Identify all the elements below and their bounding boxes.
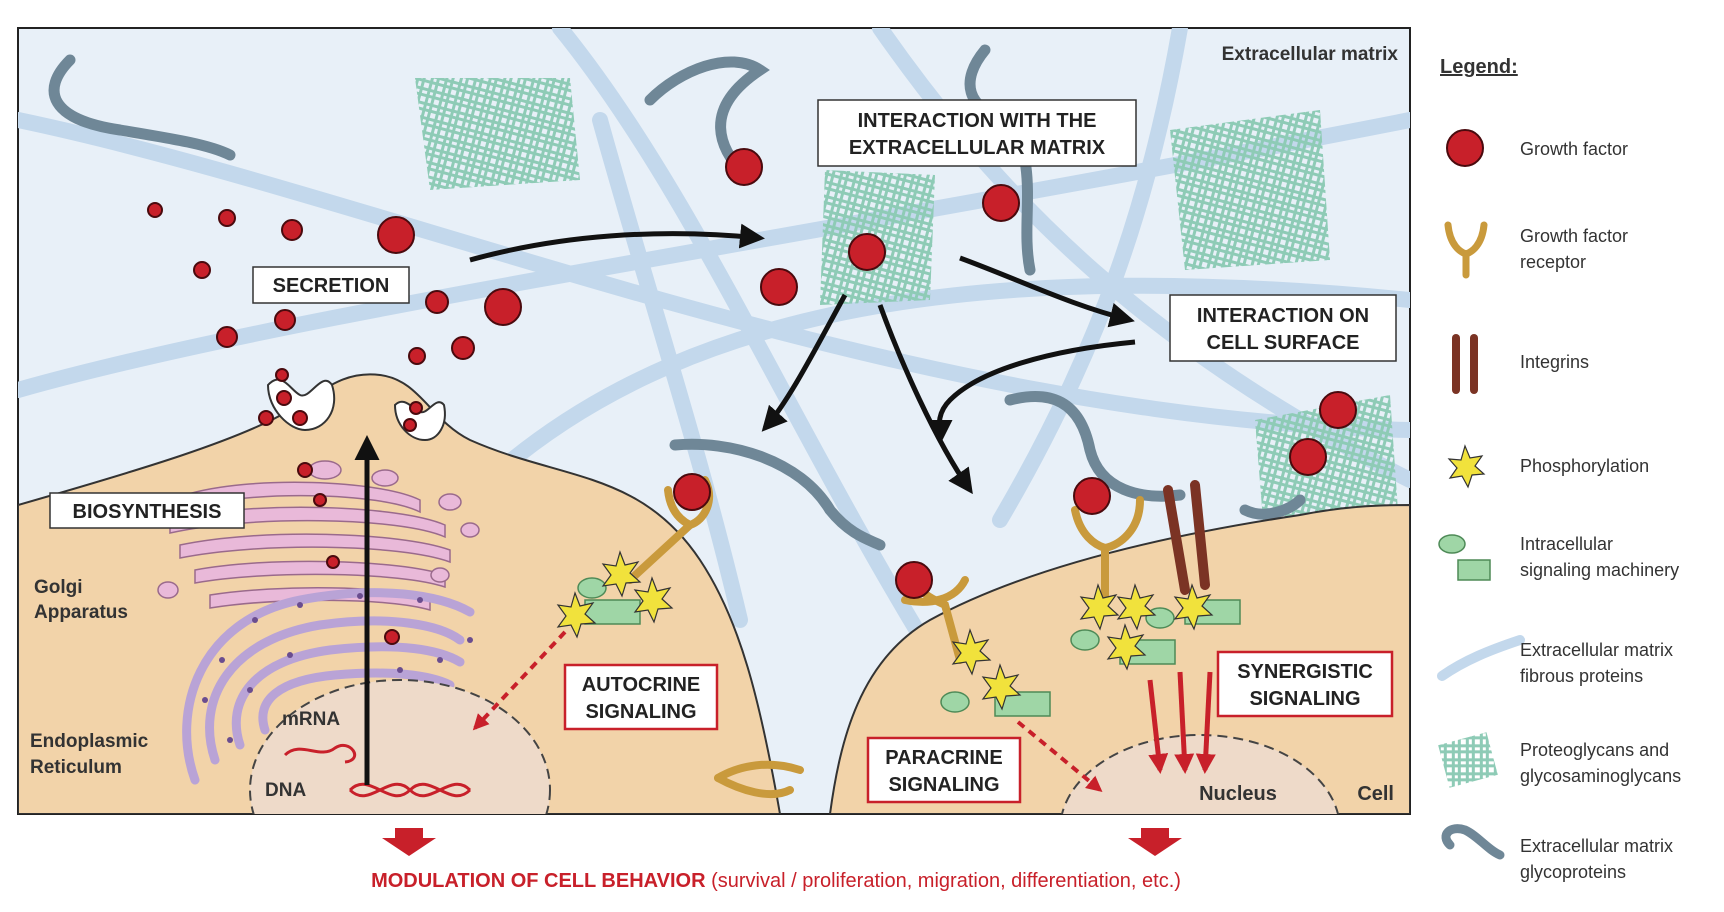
autocrine-box: AUTOCRINE SIGNALING — [563, 663, 719, 731]
signaling-machinery — [577, 577, 1241, 717]
region-labels: Extracellular matrix Cell Nucleus Golgi … — [30, 44, 1398, 805]
legend-label-4-0: Intracellular — [1520, 534, 1613, 554]
modulation-caption-rest: (survival / proliferation, migration, di… — [706, 870, 1181, 892]
legend-label-5-1: fibrous proteins — [1520, 666, 1643, 686]
secretion-box: SECRETION — [252, 266, 410, 304]
cell-label: Cell — [1357, 783, 1394, 805]
legend-label-1-0: Growth factor — [1520, 226, 1628, 246]
interaction-surface-line1: INTERACTION ON — [1197, 305, 1369, 327]
proteoglycan-icon — [1438, 732, 1498, 788]
modulation-caption-bold: MODULATION OF CELL BEHAVIOR — [371, 870, 706, 892]
paracrine-box: PARACRINE SIGNALING — [866, 736, 1022, 804]
legend-label-7-0: Extracellular matrix — [1520, 836, 1673, 856]
legend-title: Legend: — [1440, 56, 1518, 78]
synergistic-line1: SYNERGISTIC — [1237, 661, 1373, 683]
growth-factors — [147, 148, 1357, 645]
legend-label-2-0: Integrins — [1520, 352, 1589, 372]
legend-labels: Growth factor Growth factor receptor Int… — [1520, 139, 1681, 882]
phosphorylation-icon — [1447, 444, 1486, 489]
signaling-machinery-icon — [1438, 534, 1491, 581]
legend-label-4-1: signaling machinery — [1520, 560, 1679, 580]
legend-label-6-0: Proteoglycans and — [1520, 740, 1669, 760]
fibrous-protein-icon — [1437, 635, 1525, 681]
mrna-strand — [283, 744, 357, 764]
phosphorylation-marks — [556, 550, 1214, 711]
integrin-icon — [1452, 334, 1478, 394]
secretion-label: SECRETION — [273, 275, 390, 297]
legend-label-1-1: receptor — [1520, 252, 1586, 272]
golgi-apparatus — [157, 460, 480, 612]
dna-label: DNA — [265, 780, 306, 801]
biosynthesis-box: BIOSYNTHESIS — [49, 492, 245, 529]
interaction-ecm-box: INTERACTION WITH THE EXTRACELLULAR MATRI… — [817, 99, 1137, 167]
legend-label-0-0: Growth factor — [1520, 139, 1628, 159]
extracellular-matrix-label: Extracellular matrix — [1222, 44, 1399, 65]
dna-helix — [348, 782, 472, 798]
main-panel — [17, 27, 1411, 815]
synergistic-box: SYNERGISTIC SIGNALING — [1216, 650, 1394, 718]
nuclear-signal-arrows — [472, 630, 1216, 793]
mrna-label: mRNA — [282, 709, 340, 730]
growth-factor-icon — [1446, 129, 1484, 167]
golgi-label-line2: Apparatus — [34, 602, 128, 623]
interaction-ecm-line1: INTERACTION WITH THE — [858, 110, 1097, 132]
ribosomes — [202, 593, 473, 743]
legend-label-7-1: glycoproteins — [1520, 862, 1626, 882]
footer: MODULATION OF CELL BEHAVIOR (survival / … — [371, 828, 1182, 892]
autocrine-line1: AUTOCRINE — [582, 674, 701, 696]
legend-label-5-0: Extracellular matrix — [1520, 640, 1673, 660]
legend-label-3-0: Phosphorylation — [1520, 456, 1649, 476]
legend-label-6-1: glycosaminoglycans — [1520, 766, 1681, 786]
autocrine-line2: SIGNALING — [585, 701, 696, 723]
biosynthesis-label: BIOSYNTHESIS — [73, 501, 222, 523]
integrin — [1163, 480, 1210, 595]
right-output-arrow — [1128, 828, 1182, 856]
interaction-ecm-line2: EXTRACELLULAR MATRIX — [849, 137, 1106, 159]
legend: Legend: Growth factor Growth factor rece… — [1437, 56, 1681, 882]
modulation-caption: MODULATION OF CELL BEHAVIOR (survival / … — [371, 870, 1181, 892]
er-label-line1: Endoplasmic — [30, 731, 149, 752]
paracrine-line1: PARACRINE — [885, 747, 1002, 769]
interaction-surface-box: INTERACTION ON CELL SURFACE — [1169, 294, 1397, 362]
endoplasmic-reticulum — [182, 588, 475, 785]
interaction-surface-line2: CELL SURFACE — [1207, 332, 1360, 354]
synergistic-line2: SIGNALING — [1249, 688, 1360, 710]
er-label-line2: Reticulum — [30, 757, 122, 778]
right-nucleus — [1060, 734, 1340, 814]
ecm-fibers — [18, 28, 1410, 708]
paracrine-line2: SIGNALING — [888, 774, 999, 796]
process-boxes: SECRETION BIOSYNTHESIS INTERACTION WITH … — [49, 99, 1397, 804]
golgi-label-line1: Golgi — [34, 577, 83, 598]
growth-factor-receptor-icon — [1444, 221, 1488, 279]
nucleus-label: Nucleus — [1199, 783, 1277, 805]
left-output-arrow — [382, 828, 436, 856]
glycoprotein-icon — [1441, 824, 1505, 860]
flow-arrows — [469, 223, 1136, 495]
